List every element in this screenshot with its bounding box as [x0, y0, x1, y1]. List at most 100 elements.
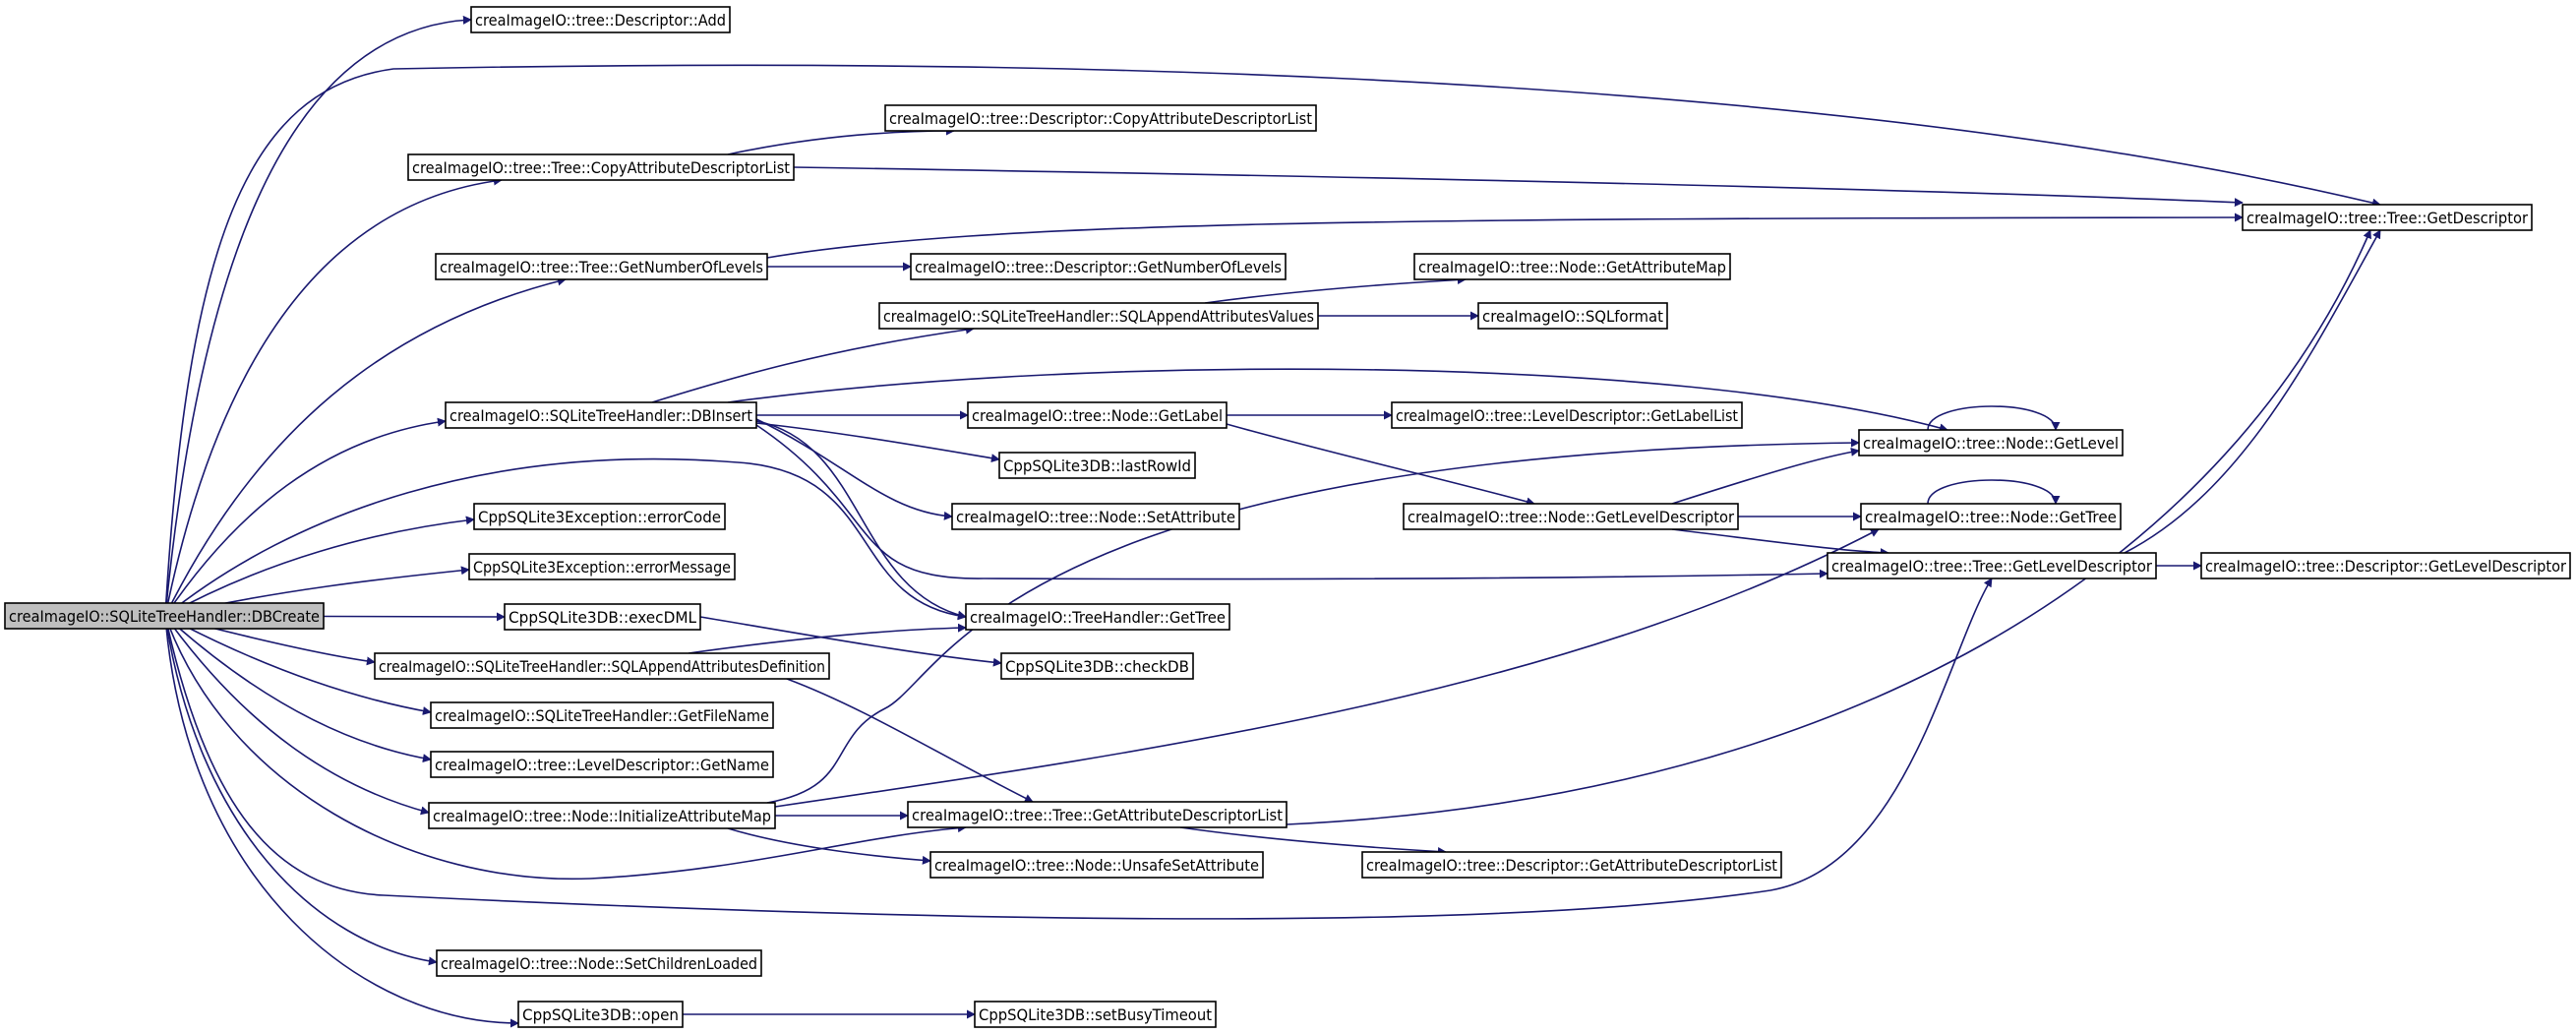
node-sqlformat[interactable]: creaImageIO::SQLformat	[1477, 302, 1668, 330]
edge-dbinsert-to-node_setattr	[755, 418, 953, 520]
node-label: creaImageIO::tree::Node::GetLevelDescrip…	[1408, 508, 1734, 526]
node-box[interactable]	[4, 602, 325, 630]
edge-arrow	[774, 528, 1880, 808]
node-getfilename[interactable]: creaImageIO::SQLiteTreeHandler::GetFileN…	[430, 701, 774, 729]
node-tree_getleveldesc[interactable]: creaImageIO::tree::Tree::GetLevelDescrip…	[1827, 552, 2157, 579]
edge-arrow	[164, 615, 438, 966]
node-checkdb[interactable]: CppSQLite3DB::checkDB	[1000, 652, 1194, 680]
node-node_setattr[interactable]: creaImageIO::tree::Node::SetAttribute	[951, 503, 1240, 530]
edge-arrow	[1927, 405, 2061, 431]
node-sql_appenddef[interactable]: creaImageIO::SQLiteTreeHandler::SQLAppen…	[374, 652, 830, 680]
node-label: creaImageIO::tree::Descriptor::CopyAttri…	[889, 109, 1312, 128]
edge-node_gettree-to-node_gettree	[1927, 479, 2061, 505]
node-tree_getattrdesclist[interactable]: creaImageIO::tree::Tree::GetAttributeDes…	[907, 801, 1288, 828]
node-leveldesc_getlabellist[interactable]: creaImageIO::tree::LevelDescriptor::GetL…	[1391, 401, 1743, 429]
node-box[interactable]	[1858, 429, 2124, 456]
node-box[interactable]	[884, 104, 1317, 132]
node-setbusytimeout[interactable]: CppSQLite3DB::setBusyTimeout	[974, 1001, 1217, 1028]
edge-arrow	[164, 516, 475, 617]
node-label: creaImageIO::tree::Descriptor::GetNumber…	[915, 258, 1282, 276]
node-th_gettree[interactable]: creaImageIO::TreeHandler::GetTree	[965, 603, 1230, 631]
node-box[interactable]	[1413, 253, 1731, 280]
node-box[interactable]	[504, 603, 701, 631]
edge-arrow	[755, 424, 1828, 580]
node-box[interactable]	[1000, 652, 1194, 680]
node-box[interactable]	[1827, 552, 2157, 579]
node-desc_getnumlevels[interactable]: creaImageIO::tree::Descriptor::GetNumber…	[910, 253, 1287, 280]
node-box[interactable]	[407, 153, 795, 181]
node-node_unsafesetattr[interactable]: creaImageIO::tree::Node::UnsafeSetAttrib…	[929, 851, 1264, 879]
edge-arrow	[651, 325, 975, 403]
node-box[interactable]	[430, 701, 774, 729]
edge-arrow	[164, 457, 967, 621]
node-box[interactable]	[1361, 851, 1782, 879]
node-lastrowid[interactable]: CppSQLite3DB::lastRowId	[998, 452, 1196, 479]
node-desc_getattrdesclist[interactable]: creaImageIO::tree::Descriptor::GetAttrib…	[1361, 851, 1782, 879]
edge-arrow	[164, 176, 503, 617]
node-errormessage[interactable]: CppSQLite3Exception::errorMessage	[468, 553, 736, 580]
node-label: creaImageIO::tree::Node::SetAttribute	[956, 508, 1235, 526]
edge-arrow	[164, 615, 432, 763]
node-dbinsert[interactable]: creaImageIO::SQLiteTreeHandler::DBInsert	[445, 401, 757, 429]
edge-arrow	[164, 64, 2381, 617]
node-box[interactable]	[1860, 503, 2122, 530]
node-box[interactable]	[2200, 552, 2571, 579]
node-box[interactable]	[473, 503, 726, 530]
node-node_setchildrenloaded[interactable]: creaImageIO::tree::Node::SetChildrenLoad…	[436, 949, 762, 977]
edge-dbcreate-to-tree_copyattr	[164, 176, 503, 617]
node-errorcode[interactable]: CppSQLite3Exception::errorCode	[473, 503, 726, 530]
edge-dbcreate-to-getfilename	[164, 615, 432, 715]
node-node_initattrmap[interactable]: creaImageIO::tree::Node::InitializeAttri…	[428, 802, 776, 829]
node-box[interactable]	[929, 851, 1264, 879]
node-node_getlevel[interactable]: creaImageIO::tree::Node::GetLevel	[1858, 429, 2124, 456]
node-label: creaImageIO::SQLiteTreeHandler::GetFileN…	[435, 706, 769, 725]
node-box[interactable]	[445, 401, 757, 429]
node-open[interactable]: CppSQLite3DB::open	[517, 1001, 684, 1028]
edge-tree_getattrdesclist-to-tree_getdesc	[1286, 229, 2371, 825]
node-leveldesc_getname[interactable]: creaImageIO::tree::LevelDescriptor::GetN…	[430, 751, 774, 778]
node-desc_copyattr[interactable]: creaImageIO::tree::Descriptor::CopyAttri…	[884, 104, 1317, 132]
edge-dbinsert-to-lastrowid	[755, 422, 1000, 463]
node-label: creaImageIO::SQLiteTreeHandler::SQLAppen…	[883, 307, 1314, 326]
node-execdml[interactable]: CppSQLite3DB::execDML	[504, 603, 701, 631]
node-box[interactable]	[998, 452, 1196, 479]
node-box[interactable]	[965, 603, 1230, 631]
node-box[interactable]	[878, 302, 1319, 330]
node-label: creaImageIO::tree::Node::GetTree	[1865, 508, 2117, 526]
node-box[interactable]	[517, 1001, 684, 1028]
node-box[interactable]	[974, 1001, 1217, 1028]
edge-arrow	[793, 166, 2244, 208]
edge-dbcreate-to-node_initattrmap	[164, 615, 430, 816]
node-node_getattrmap[interactable]: creaImageIO::tree::Node::GetAttributeMap	[1413, 253, 1731, 280]
node-box[interactable]	[2242, 204, 2533, 231]
node-tree_getnumlevels[interactable]: creaImageIO::tree::Tree::GetNumberOfLeve…	[435, 253, 768, 280]
node-box[interactable]	[910, 253, 1287, 280]
node-desc_getleveldesc[interactable]: creaImageIO::tree::Descriptor::GetLevelD…	[2200, 552, 2571, 579]
node-box[interactable]	[374, 652, 830, 680]
node-box[interactable]	[468, 553, 736, 580]
node-box[interactable]	[428, 802, 776, 829]
node-sql_appendvalues[interactable]: creaImageIO::SQLiteTreeHandler::SQLAppen…	[878, 302, 1319, 330]
edge-tree_getnumlevels-to-tree_getdesc	[766, 213, 2244, 259]
node-box[interactable]	[907, 801, 1288, 828]
node-node_getlabel[interactable]: creaImageIO::tree::Node::GetLabel	[967, 401, 1228, 429]
node-tree_copyattr[interactable]: creaImageIO::tree::Tree::CopyAttributeDe…	[407, 153, 795, 181]
node-box[interactable]	[436, 949, 762, 977]
edge-arrow	[755, 418, 953, 520]
node-node_gettree[interactable]: creaImageIO::tree::Node::GetTree	[1860, 503, 2122, 530]
node-label: creaImageIO::tree::Tree::GetLevelDescrip…	[1831, 557, 2152, 576]
node-box[interactable]	[967, 401, 1228, 429]
node-desc_add[interactable]: creaImageIO::tree::Descriptor::Add	[470, 6, 731, 33]
node-box[interactable]	[430, 751, 774, 778]
node-node_getleveldesc[interactable]: creaImageIO::tree::Node::GetLevelDescrip…	[1403, 503, 1739, 530]
edge-execdml-to-checkdb	[699, 616, 1002, 667]
node-box[interactable]	[1391, 401, 1743, 429]
node-dbcreate[interactable]: creaImageIO::SQLiteTreeHandler::DBCreate	[4, 602, 325, 630]
node-box[interactable]	[1477, 302, 1668, 330]
node-box[interactable]	[951, 503, 1240, 530]
node-box[interactable]	[1403, 503, 1739, 530]
node-box[interactable]	[470, 6, 731, 33]
node-label: creaImageIO::tree::Node::UnsafeSetAttrib…	[934, 856, 1259, 875]
node-box[interactable]	[435, 253, 768, 280]
node-tree_getdesc[interactable]: creaImageIO::tree::Tree::GetDescriptor	[2242, 204, 2533, 231]
